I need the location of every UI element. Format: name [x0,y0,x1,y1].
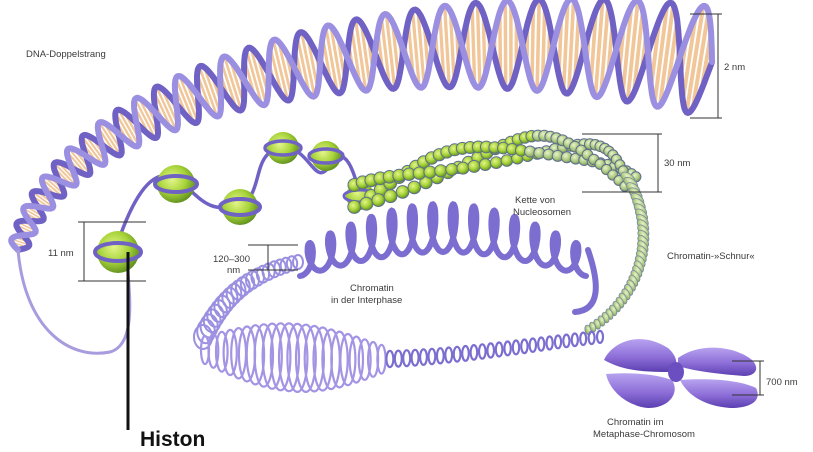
fiber-nucleosome [501,155,513,167]
label-120-300nm-1: 120–300 [213,254,250,265]
label-histone: Histon [140,428,205,451]
coil-ring [395,351,402,367]
label-nucleosome-chain-2: Nucleosomen [513,207,571,218]
chromatin-fiber-30nm [348,130,641,213]
coil-ring [487,343,494,357]
fiber-nucleosome [457,162,469,174]
coil-ring [572,334,578,347]
dimension-lines [78,14,764,395]
centromere [668,362,684,382]
coil-ring [445,348,452,363]
coil-ring [580,333,586,345]
chromatid-lower-left [606,373,675,408]
fiber-nucleosome [468,160,480,172]
fiber-nucleosome [408,181,421,194]
coil-ring [479,344,486,358]
label-interphase-2: in der Interphase [331,295,402,306]
label-metaphase-1: Chromatin im [607,417,664,428]
coil-ring [496,343,503,357]
coil-ring [513,341,519,355]
label-metaphase-2: Metaphase-Chromosom [593,429,695,440]
chromatin-string [584,170,651,336]
coil-ring [521,340,527,354]
coil-ring [412,350,419,366]
label-11nm: 11 nm [48,248,74,259]
coil-ring [530,339,536,352]
coil-ring [555,336,561,349]
label-700nm: 700 nm [766,377,798,388]
label-interphase-1: Chromatin [350,283,394,294]
label-chromatin-string: Chromatin-»Schnur« [667,251,755,262]
coil-ring [563,335,569,348]
coiled-chromatin-fiber [194,255,603,392]
nucleosome-bead [155,165,197,203]
coil-ring [454,347,461,362]
coil-ring [538,338,544,351]
coil-ring [386,351,393,367]
fiber-nucleosome [435,165,447,177]
fiber-nucleosome [446,164,458,176]
label-30nm: 30 nm [664,158,690,169]
dna-double-helix [11,0,712,250]
coil-ring [429,349,436,364]
label-2nm: 2 nm [724,62,745,73]
coil-ring [504,342,510,356]
label-120-300nm-2: nm [227,265,240,276]
nucleosome-bead [95,231,141,273]
metaphase-chromosome [604,339,758,408]
fiber-nucleosome [490,157,502,169]
coil-ring [420,349,427,365]
nucleosome-bead [265,132,301,164]
fiber-nucleosome [384,190,397,203]
chromatid-upper-left [604,339,676,372]
base-pair [537,0,539,91]
coil-ring [437,348,444,363]
label-dna-double-strand: DNA-Doppelstrang [26,49,106,60]
fiber-nucleosome [479,159,491,171]
coil-ring [462,346,469,361]
fiber-nucleosome [372,194,385,207]
fiber-nucleosome [348,200,361,213]
fiber-nucleosome [396,186,409,199]
label-nucleosome-chain-1: Kette von [515,195,555,206]
coil-ring [589,332,595,344]
coil-ring [403,350,410,366]
coil-ring [471,345,478,360]
fiber-nucleosome [360,197,373,210]
coil-ring [547,337,553,350]
base-pair [445,6,450,88]
chromatid-lower-right [680,379,758,408]
nucleosome-bead [220,189,260,225]
chromatid-upper-right [678,348,756,376]
base-pair [478,3,480,87]
fiber-nucleosome [424,166,436,178]
coil-ring [597,331,603,343]
